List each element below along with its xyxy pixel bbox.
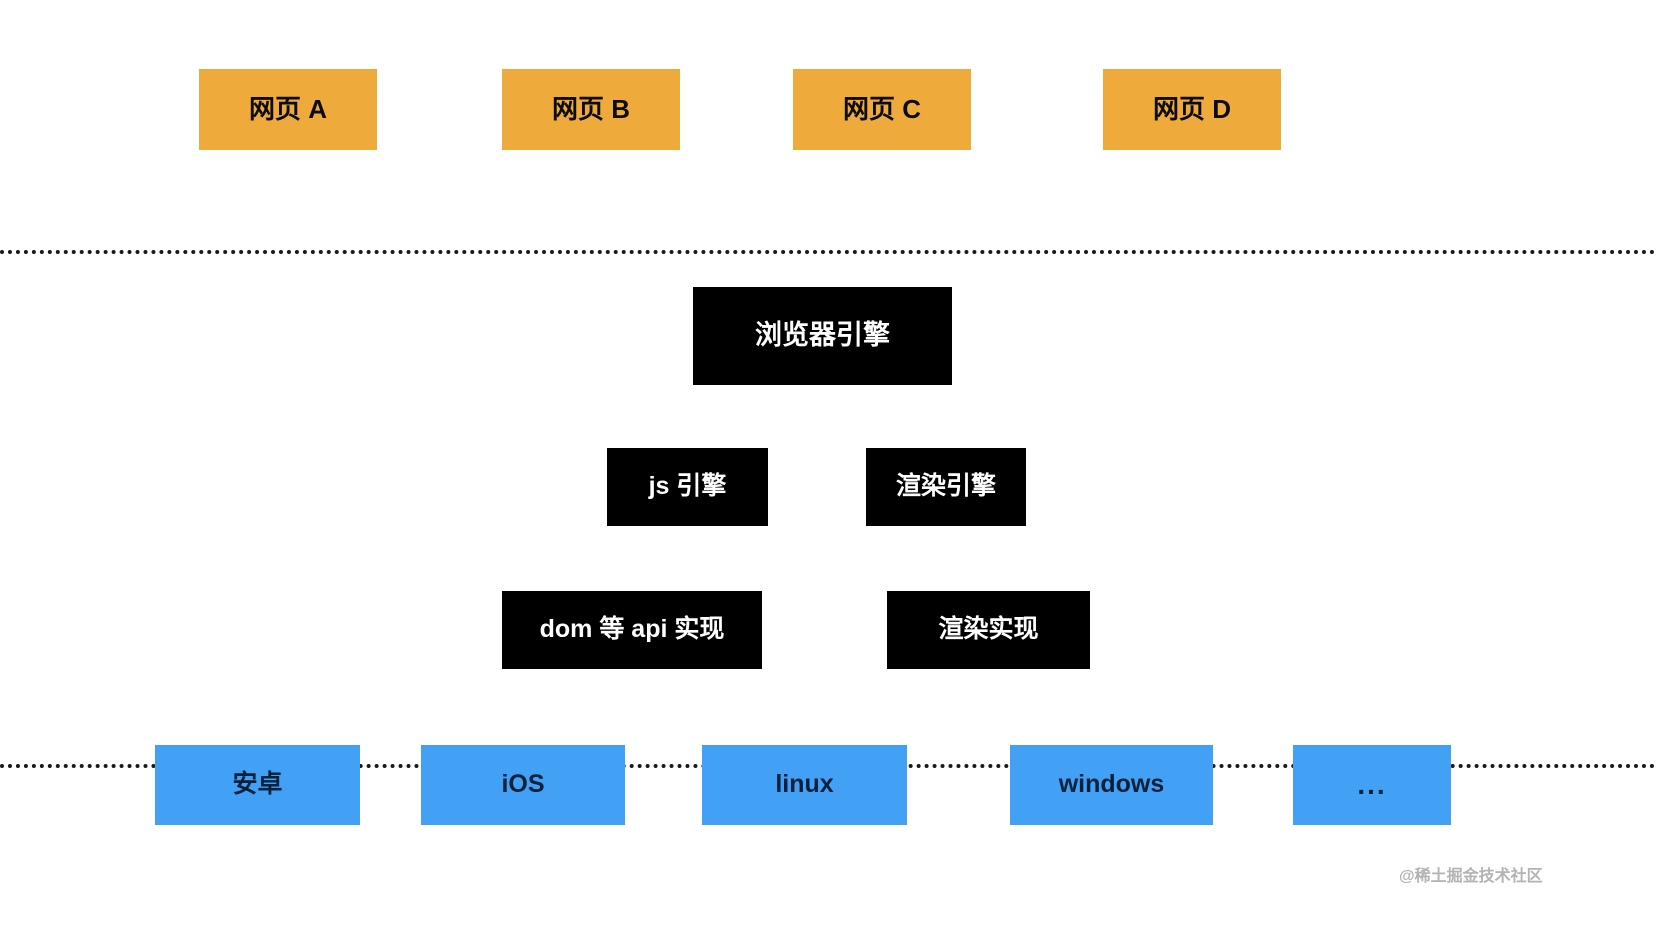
dom-api-impl-label: dom 等 api 实现 [539, 615, 725, 644]
browser-engine-box: 浏览器引擎 [693, 287, 952, 385]
os-label-linux: linux [775, 770, 834, 799]
js-engine-box: js 引擎 [607, 448, 768, 526]
browser-engine-label: 浏览器引擎 [755, 320, 890, 351]
web-page-box-a: 网页 A [199, 69, 377, 150]
web-page-label-d: 网页 D [1152, 94, 1231, 125]
os-label-ios: iOS [501, 770, 545, 799]
web-page-label-c: 网页 C [842, 94, 921, 125]
render-impl-box: 渲染实现 [887, 591, 1090, 669]
web-page-box-b: 网页 B [502, 69, 680, 150]
os-label-windows: windows [1058, 770, 1165, 799]
os-box-linux: linux [702, 745, 907, 825]
os-label-more: ... [1357, 768, 1387, 800]
web-page-label-a: 网页 A [248, 94, 327, 125]
web-page-label-b: 网页 B [551, 94, 630, 125]
os-box-ios: iOS [421, 745, 625, 825]
dom-api-impl-box: dom 等 api 实现 [502, 591, 762, 669]
os-box-more: ... [1293, 745, 1451, 825]
os-box-android: 安卓 [155, 745, 360, 825]
js-engine-label: js 引擎 [648, 472, 727, 501]
web-page-box-d: 网页 D [1103, 69, 1281, 150]
os-box-windows: windows [1010, 745, 1213, 825]
divider-top [0, 250, 1656, 254]
render-engine-label: 渲染引擎 [895, 472, 996, 501]
render-engine-box: 渲染引擎 [866, 448, 1026, 526]
watermark: @稀土掘金技术社区 [1399, 868, 1543, 885]
render-impl-label: 渲染实现 [938, 615, 1039, 644]
web-page-box-c: 网页 C [793, 69, 971, 150]
os-label-android: 安卓 [232, 770, 283, 799]
